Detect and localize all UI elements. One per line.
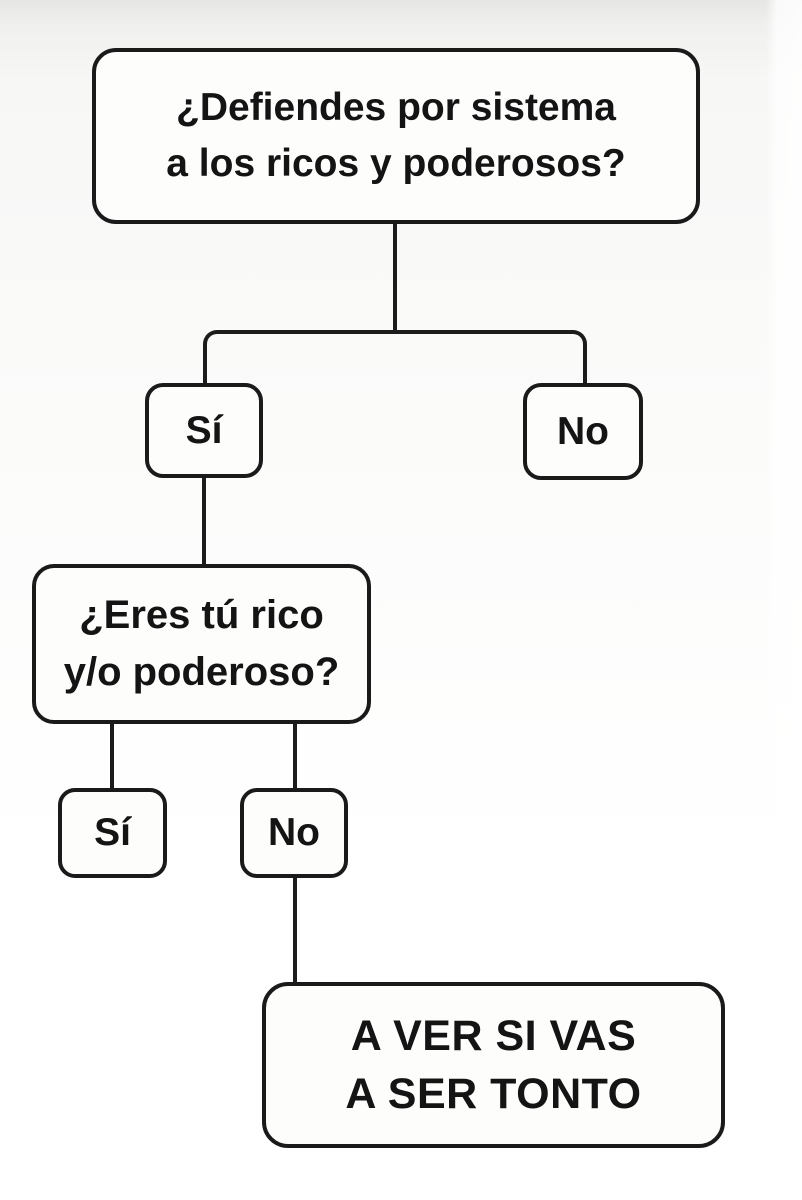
answer-label: Sí <box>185 408 223 452</box>
answer-node-q2-no: No <box>240 788 348 878</box>
connector-q2-to-no2 <box>293 722 297 790</box>
answer-label: No <box>557 409 609 453</box>
result-text: A VER SI VAS A SER TONTO <box>266 1007 721 1123</box>
answer-label: Sí <box>94 811 131 854</box>
question-line: y/o poderoso? <box>63 650 340 694</box>
result-line: A VER SI VAS <box>350 1012 637 1060</box>
answer-node-q1-no: No <box>523 383 643 480</box>
connector-yes1-to-q2 <box>202 476 206 568</box>
result-line: A SER TONTO <box>345 1070 642 1118</box>
connector-q1-stem <box>393 222 397 332</box>
question-text: ¿Defiendes por sistema a los ricos y pod… <box>96 80 696 192</box>
question-text: ¿Eres tú rico y/o poderoso? <box>36 587 367 701</box>
question-node-defiendes-ricos: ¿Defiendes por sistema a los ricos y pod… <box>92 48 700 224</box>
connector-q2-to-yes2 <box>110 722 114 790</box>
result-node-tonto: A VER SI VAS A SER TONTO <box>262 982 725 1148</box>
question-line: ¿Defiendes por sistema <box>176 86 616 129</box>
answer-node-q1-si: Sí <box>145 383 263 478</box>
connector-no2-to-result <box>293 876 297 986</box>
answer-node-q2-si: Sí <box>58 788 167 878</box>
question-line: ¿Eres tú rico <box>79 593 324 637</box>
connector-q1-branch <box>203 330 587 386</box>
question-line: a los ricos y poderosos? <box>166 142 626 185</box>
answer-label: No <box>268 811 320 854</box>
question-node-eres-rico: ¿Eres tú rico y/o poderoso? <box>32 564 371 724</box>
